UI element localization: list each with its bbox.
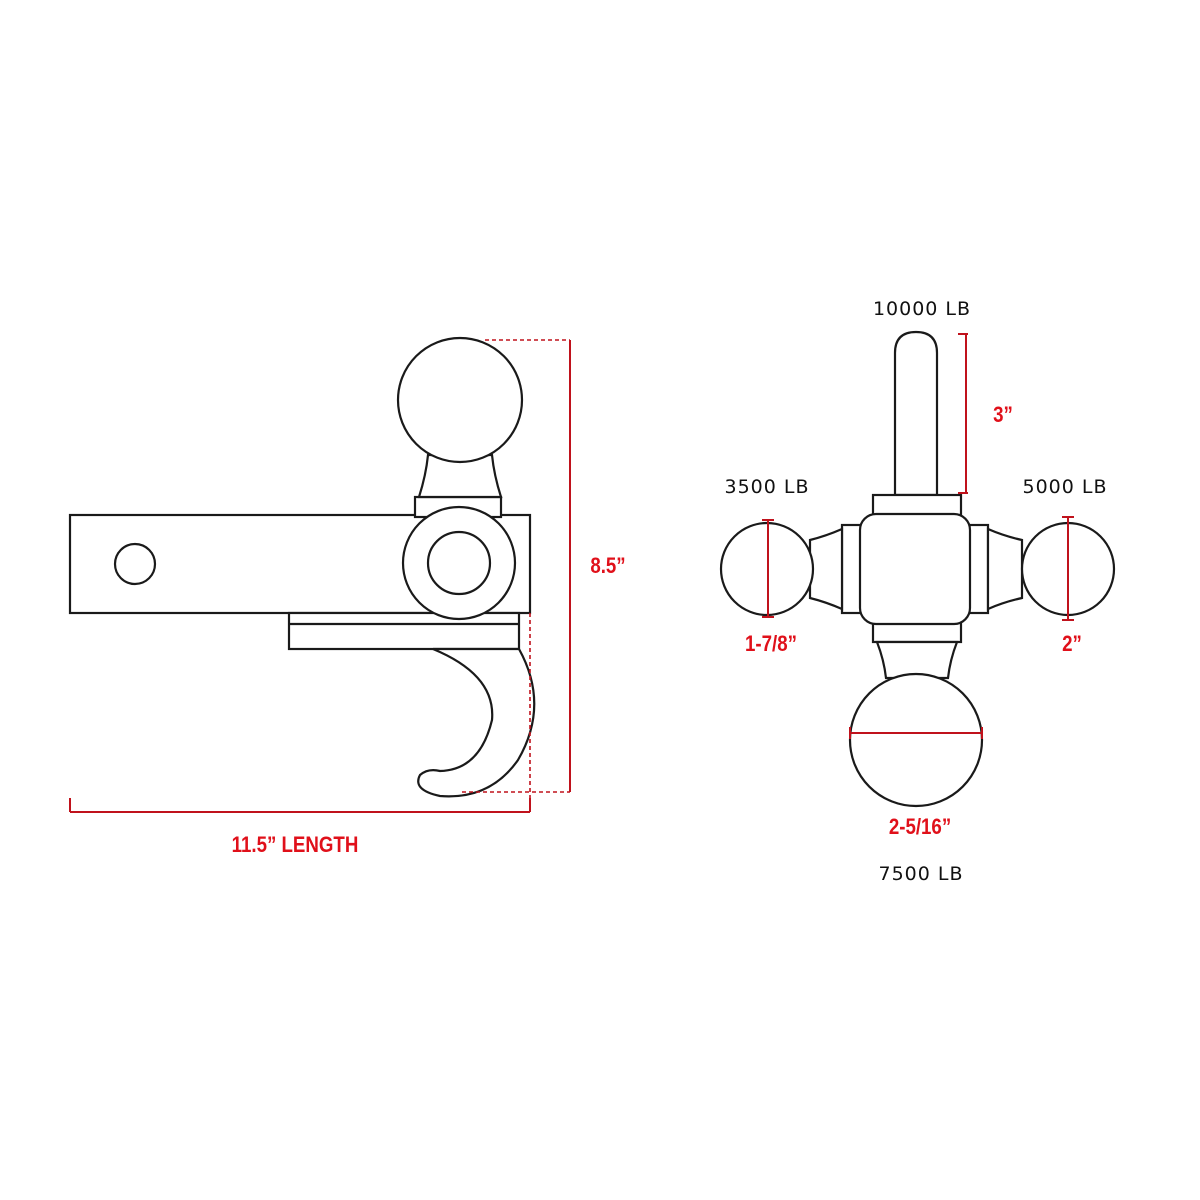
top-collar bbox=[871, 493, 963, 517]
lower-plate bbox=[287, 611, 521, 651]
pin-hole bbox=[113, 542, 157, 586]
side-ball bbox=[396, 336, 524, 464]
rating-bottom: 7500 LB bbox=[878, 863, 963, 885]
height-label: 8.5” bbox=[590, 555, 625, 579]
left-ball-dim-label: 1-7/8” bbox=[745, 633, 797, 657]
bottom-neck bbox=[875, 640, 959, 680]
rating-right: 5000 LB bbox=[1022, 476, 1107, 498]
right-neck bbox=[986, 527, 1024, 611]
rating-top: 10000 LB bbox=[873, 298, 971, 320]
bottom-ball-dim-label: 2-5/16” bbox=[889, 816, 951, 840]
front-view: 10000 LB 3500 LB 5000 LB 7500 LB 3” 1-7/… bbox=[719, 298, 1116, 885]
side-view: 11.5” LENGTH 8.5” bbox=[68, 336, 626, 858]
left-neck bbox=[808, 527, 844, 611]
bottom-ball bbox=[848, 672, 984, 808]
length-label: 11.5” LENGTH bbox=[232, 834, 359, 858]
ball-neck bbox=[417, 453, 503, 499]
pivot-inner bbox=[426, 530, 492, 596]
hook-dim-label: 3” bbox=[993, 404, 1013, 428]
center-block bbox=[858, 512, 972, 626]
rating-left: 3500 LB bbox=[724, 476, 809, 498]
pintle-hook bbox=[893, 330, 939, 497]
right-ball-dim-label: 2” bbox=[1062, 633, 1082, 657]
tow-hook bbox=[417, 647, 536, 798]
